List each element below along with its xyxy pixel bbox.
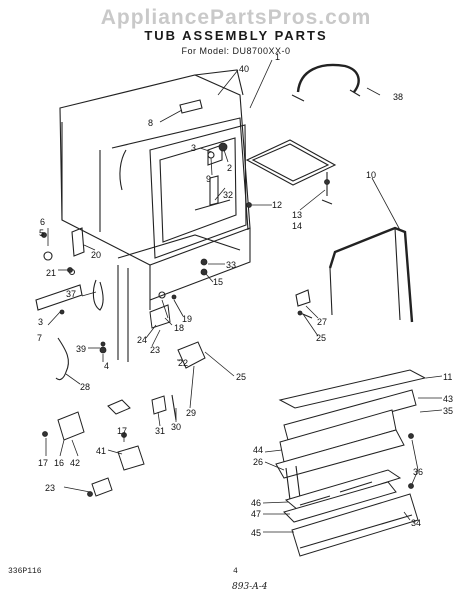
footer-code: 336P116 xyxy=(8,567,42,576)
page-title: TUB ASSEMBLY PARTS xyxy=(144,28,328,43)
callout-label: 45 xyxy=(251,528,261,538)
latch-switch-parts xyxy=(57,304,206,497)
callout-label: 39 xyxy=(76,344,86,354)
callout-label: 35 xyxy=(443,406,453,416)
callout-label: 27 xyxy=(317,317,327,327)
callout-label: 28 xyxy=(80,382,90,392)
callout-label: 42 xyxy=(70,458,80,468)
callout-label: 12 xyxy=(272,200,282,210)
callout-label: 23 xyxy=(150,345,160,355)
callout-label: 43 xyxy=(443,394,453,404)
callout-label: 34 xyxy=(411,518,421,528)
callout-leader-lines xyxy=(45,59,443,533)
callout-label: 19 xyxy=(182,314,192,324)
callout-label: 1 xyxy=(275,52,280,62)
callout-label: 32 xyxy=(223,190,233,200)
callout-label: 8 xyxy=(148,118,153,128)
callout-label: 14 xyxy=(292,221,302,231)
callout-label: 4 xyxy=(104,361,109,371)
callout-label: 21 xyxy=(46,268,56,278)
callout-label: 26 xyxy=(253,457,263,467)
rack-frame xyxy=(245,139,337,186)
callout-label: 17 xyxy=(38,458,48,468)
callout-label: 11 xyxy=(443,372,452,382)
callout-label: 37 xyxy=(66,289,76,299)
callout-label: 10 xyxy=(366,170,376,180)
callout-label: 38 xyxy=(393,92,403,102)
callout-label: 44 xyxy=(253,445,263,455)
callout-label: 47 xyxy=(251,509,261,519)
callout-labels: 40 1 38 8 3 2 9 32 12 10 13 14 6 5 20 21… xyxy=(37,52,453,538)
callout-label: 25 xyxy=(236,372,246,382)
callout-label: 25 xyxy=(316,333,326,343)
callout-label: 9 xyxy=(206,174,211,184)
callout-label: 41 xyxy=(96,446,106,456)
door-panel-stack xyxy=(275,369,427,557)
callout-label: 24 xyxy=(137,335,147,345)
callout-label: 29 xyxy=(186,408,196,418)
callout-label: 22 xyxy=(178,358,188,368)
callout-label: 13 xyxy=(292,210,302,220)
callout-label: 40 xyxy=(239,64,249,74)
model-subtitle: For Model: DU8700XX-0 xyxy=(181,46,291,56)
callout-label: 20 xyxy=(91,250,101,260)
door-gasket xyxy=(296,63,360,93)
callout-label: 6 xyxy=(40,217,45,227)
callout-label: 3 xyxy=(38,317,43,327)
callout-label: 31 xyxy=(155,426,165,436)
page-number: 4 xyxy=(233,567,238,576)
callout-label: 15 xyxy=(213,277,223,287)
watermark: AppliancePartsPros.com xyxy=(100,6,372,29)
callout-label: 2 xyxy=(227,163,232,173)
callout-label: 30 xyxy=(171,422,181,432)
callout-label: 23 xyxy=(45,483,55,493)
callout-label: 18 xyxy=(174,323,184,333)
callout-label: 16 xyxy=(54,458,64,468)
callout-label: 5 xyxy=(39,228,44,238)
callout-label: 33 xyxy=(226,260,236,270)
callout-label: 46 xyxy=(251,498,261,508)
callout-label: 3 xyxy=(191,143,196,153)
handwritten-note: 893-A-4 xyxy=(232,582,268,592)
callout-label: 36 xyxy=(413,467,423,477)
callout-label: 7 xyxy=(37,333,42,343)
callout-label: 17 xyxy=(117,426,127,436)
